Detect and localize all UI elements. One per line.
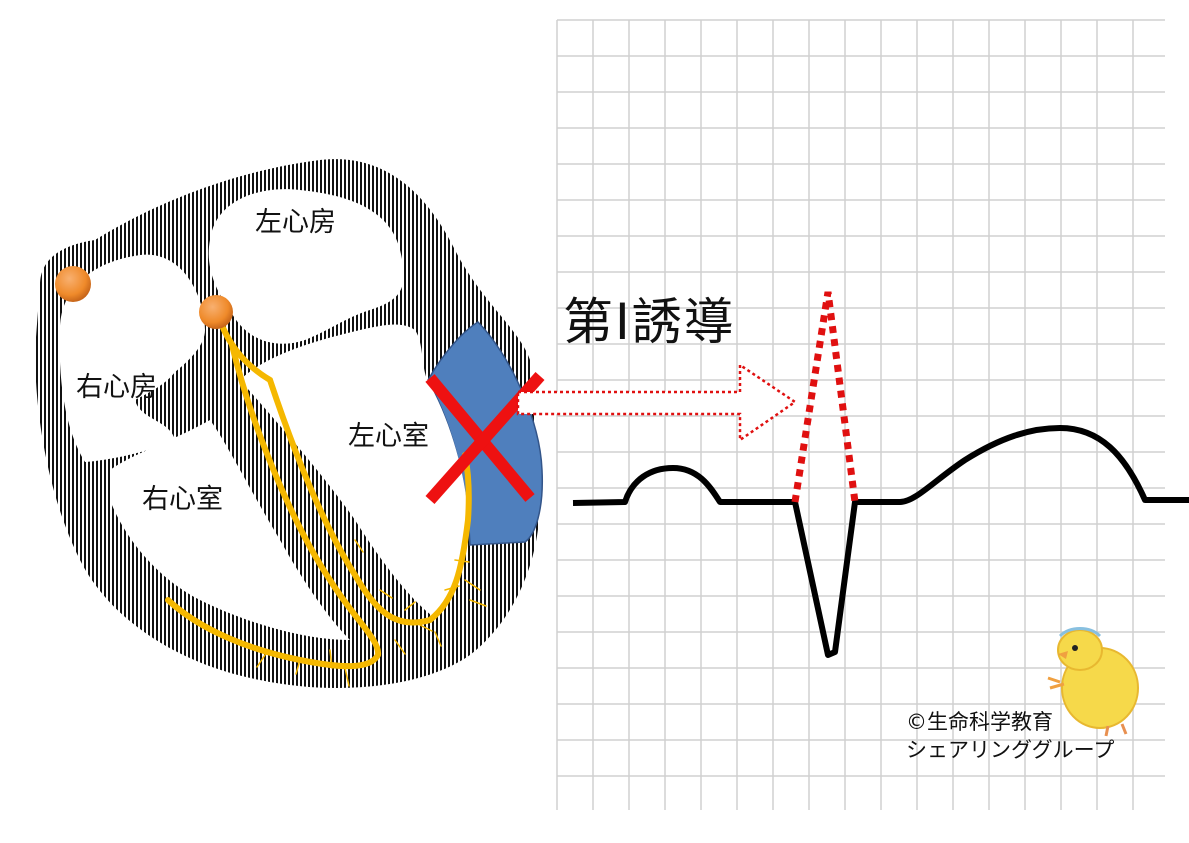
his-bundle-path [215, 312, 472, 626]
dotted-arrow [516, 362, 798, 443]
credit-text: ©生命科学教育 シェアリンググループ [906, 708, 1114, 764]
label-left-ventricle: 左心室 [348, 421, 429, 452]
conduction-system [165, 312, 487, 687]
lead-title: 第Ⅰ誘導 [563, 293, 736, 351]
chick-mascot-image [1047, 627, 1139, 737]
normal-r-wave [791, 291, 859, 503]
credit-line-2: シェアリンググループ [906, 738, 1115, 762]
ecg-trace [572, 425, 1189, 658]
purkinje-fiber [256, 539, 487, 687]
label-left-atrium: 左心房 [255, 207, 336, 238]
av-node [199, 295, 233, 329]
sinus-node [55, 266, 91, 302]
left-atrium-cavity [208, 189, 404, 344]
purkinje-fibers [256, 539, 487, 687]
credit-line-1: ©生命科学教育 [906, 710, 1053, 734]
left-ventricle-cavity [240, 324, 468, 618]
right-bundle-branch [165, 342, 382, 670]
right-atrium-cavity [59, 254, 205, 462]
right-ventricle-cavity [110, 420, 350, 640]
label-right-ventricle: 右心室 [142, 484, 223, 515]
ecg-grid [556, 19, 1165, 810]
label-right-atrium: 右心房 [76, 372, 157, 403]
